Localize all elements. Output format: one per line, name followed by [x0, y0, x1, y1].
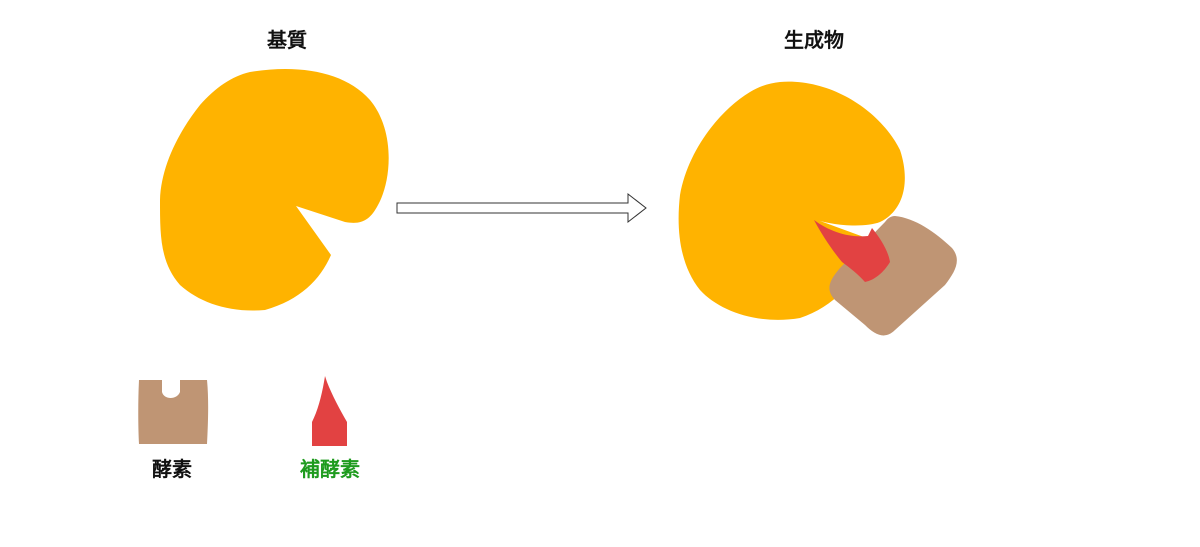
coenzyme-label: 補酵素: [300, 457, 360, 481]
enzyme-label: 酵素: [152, 457, 192, 481]
product-label: 生成物: [784, 28, 844, 52]
enzyme-icon: [138, 380, 209, 444]
coenzyme-icon: [312, 376, 347, 446]
product-enzyme-shape: [829, 216, 957, 336]
reaction-arrow: [396, 192, 647, 224]
substrate-label: 基質: [267, 28, 307, 52]
substrate-shape: [160, 69, 389, 311]
product-coenzyme-shape: [814, 220, 890, 282]
